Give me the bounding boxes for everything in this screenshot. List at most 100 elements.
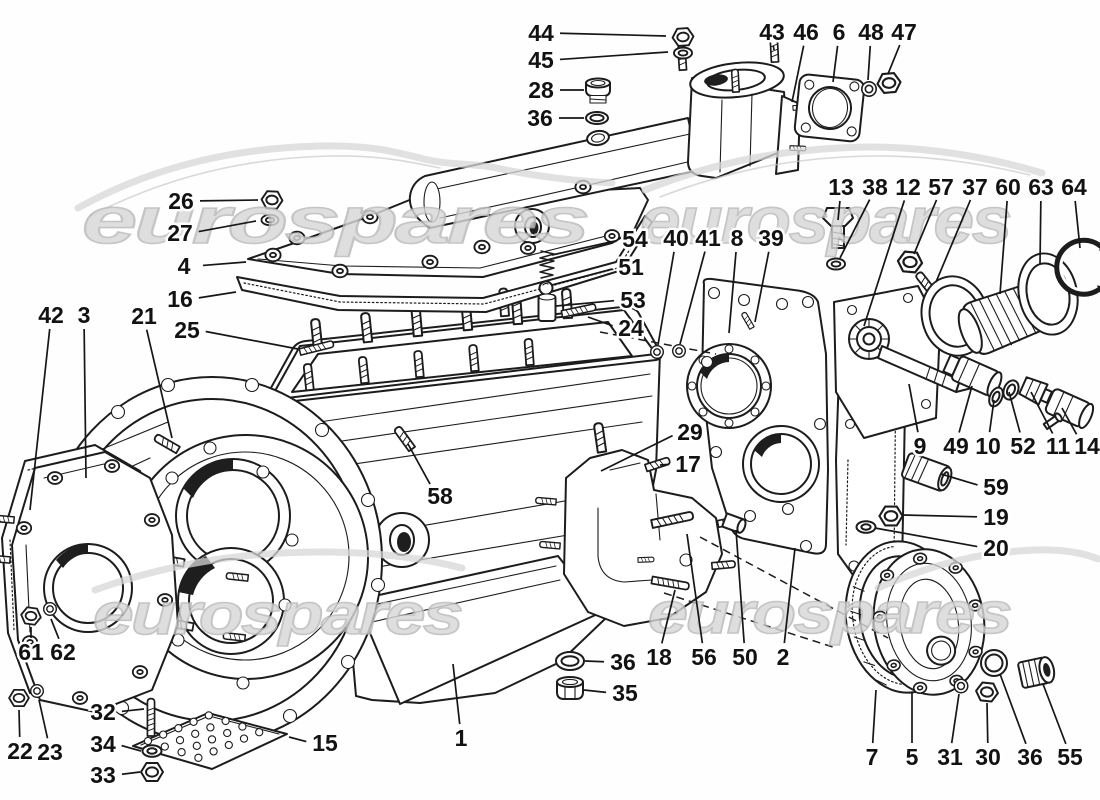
end-cover bbox=[871, 548, 986, 696]
callout-label-39[interactable]: 39 bbox=[756, 223, 787, 254]
callout-label-52[interactable]: 52 bbox=[1008, 431, 1039, 462]
washer-48 bbox=[860, 81, 878, 97]
spring-54 bbox=[539, 250, 555, 279]
watermark-text: eurospares bbox=[93, 582, 462, 647]
callout-leader-42 bbox=[29, 328, 51, 511]
callout-label-16[interactable]: 16 bbox=[165, 284, 196, 315]
callout-label-10[interactable]: 10 bbox=[973, 431, 1004, 462]
callout-leader-12 bbox=[863, 200, 906, 327]
callout-label-21[interactable]: 21 bbox=[129, 301, 160, 332]
callout-label-59[interactable]: 59 bbox=[981, 472, 1012, 503]
callout-leader-50 bbox=[735, 529, 745, 644]
callout-leader-8 bbox=[728, 251, 737, 334]
callout-leader-41 bbox=[679, 251, 706, 345]
callout-leader-26 bbox=[199, 199, 259, 202]
callout-label-24[interactable]: 24 bbox=[616, 313, 647, 344]
callout-label-27[interactable]: 27 bbox=[165, 218, 196, 249]
callout-leader-25 bbox=[205, 330, 299, 350]
callout-label-36[interactable]: 36 bbox=[608, 647, 639, 678]
callout-label-42[interactable]: 42 bbox=[36, 300, 67, 331]
callout-label-6[interactable]: 6 bbox=[830, 17, 848, 48]
callout-label-5[interactable]: 5 bbox=[903, 742, 921, 773]
callout-label-18[interactable]: 18 bbox=[644, 642, 675, 673]
callout-label-46[interactable]: 46 bbox=[791, 17, 822, 48]
callout-label-23[interactable]: 23 bbox=[35, 737, 66, 768]
callout-label-50[interactable]: 50 bbox=[730, 642, 761, 673]
callout-label-36[interactable]: 36 bbox=[525, 103, 556, 134]
callout-label-4[interactable]: 4 bbox=[175, 251, 193, 282]
callout-label-28[interactable]: 28 bbox=[526, 75, 557, 106]
circlip-64 bbox=[1054, 237, 1100, 297]
callout-label-14[interactable]: 14 bbox=[1072, 431, 1100, 462]
callout-label-35[interactable]: 35 bbox=[610, 678, 641, 709]
callout-leader-44 bbox=[559, 32, 667, 37]
callout-leader-14 bbox=[1061, 407, 1078, 435]
callout-label-31[interactable]: 31 bbox=[935, 742, 966, 773]
callout-label-53[interactable]: 53 bbox=[618, 285, 649, 316]
callout-leader-47 bbox=[887, 44, 901, 75]
callout-label-44[interactable]: 44 bbox=[526, 18, 557, 49]
callout-leader-31 bbox=[950, 693, 960, 744]
washer-45 bbox=[673, 46, 693, 60]
callout-label-7[interactable]: 7 bbox=[863, 742, 881, 773]
callout-label-33[interactable]: 33 bbox=[88, 760, 119, 791]
callout-label-45[interactable]: 45 bbox=[526, 45, 557, 76]
callout-label-1[interactable]: 1 bbox=[452, 723, 470, 754]
callout-leader-64 bbox=[1074, 200, 1081, 249]
callout-leader-35 bbox=[583, 689, 607, 694]
callout-label-25[interactable]: 25 bbox=[172, 315, 203, 346]
callout-label-49[interactable]: 49 bbox=[941, 431, 972, 462]
callout-label-47[interactable]: 47 bbox=[889, 17, 920, 48]
callout-label-15[interactable]: 15 bbox=[310, 728, 341, 759]
callout-leader-54 bbox=[551, 239, 617, 256]
callout-label-51[interactable]: 51 bbox=[616, 252, 647, 283]
callout-leader-33 bbox=[121, 771, 141, 776]
callout-label-8[interactable]: 8 bbox=[728, 223, 746, 254]
callout-label-11[interactable]: 11 bbox=[1043, 431, 1073, 462]
bushing-50 bbox=[721, 512, 747, 534]
fork-bracket bbox=[563, 421, 743, 627]
watermark-text: eurospares bbox=[82, 183, 587, 257]
callout-label-26[interactable]: 26 bbox=[166, 186, 197, 217]
callout-label-58[interactable]: 58 bbox=[425, 481, 456, 512]
callout-label-38[interactable]: 38 bbox=[860, 172, 891, 203]
callout-label-2[interactable]: 2 bbox=[774, 642, 792, 673]
callout-label-22[interactable]: 22 bbox=[5, 736, 36, 767]
callout-label-17[interactable]: 17 bbox=[673, 449, 704, 480]
callout-label-3[interactable]: 3 bbox=[75, 300, 93, 331]
callout-label-20[interactable]: 20 bbox=[981, 533, 1012, 564]
callout-label-56[interactable]: 56 bbox=[689, 642, 720, 673]
callout-label-60[interactable]: 60 bbox=[993, 172, 1024, 203]
callout-label-40[interactable]: 40 bbox=[661, 223, 692, 254]
callout-label-41[interactable]: 41 bbox=[693, 223, 724, 254]
callout-label-43[interactable]: 43 bbox=[757, 17, 788, 48]
callout-label-32[interactable]: 32 bbox=[88, 697, 119, 728]
callout-label-34[interactable]: 34 bbox=[88, 729, 119, 760]
callout-label-36[interactable]: 36 bbox=[1015, 742, 1046, 773]
callout-leader-9 bbox=[908, 383, 919, 433]
callout-leader-48 bbox=[867, 45, 872, 81]
callout-label-29[interactable]: 29 bbox=[675, 417, 706, 448]
callout-label-9[interactable]: 9 bbox=[911, 431, 929, 462]
callout-label-12[interactable]: 12 bbox=[893, 172, 924, 203]
callout-label-61[interactable]: 61 bbox=[16, 637, 47, 668]
callout-label-57[interactable]: 57 bbox=[926, 172, 957, 203]
callout-label-19[interactable]: 19 bbox=[981, 502, 1012, 533]
nut-33 bbox=[140, 762, 164, 782]
callout-label-55[interactable]: 55 bbox=[1055, 742, 1086, 773]
callout-label-54[interactable]: 54 bbox=[620, 224, 651, 255]
callout-leader-38 bbox=[839, 199, 871, 259]
callout-leader-37 bbox=[935, 199, 972, 283]
callout-leader-56 bbox=[686, 533, 704, 644]
callout-label-64[interactable]: 64 bbox=[1059, 172, 1090, 203]
callout-label-13[interactable]: 13 bbox=[826, 172, 857, 203]
callout-label-37[interactable]: 37 bbox=[960, 172, 991, 203]
callout-label-30[interactable]: 30 bbox=[973, 742, 1004, 773]
strainer-plate bbox=[132, 711, 288, 770]
callout-label-63[interactable]: 63 bbox=[1026, 172, 1057, 203]
nut-44 bbox=[671, 26, 695, 48]
callout-label-48[interactable]: 48 bbox=[856, 17, 887, 48]
plug-55 bbox=[1017, 656, 1056, 689]
callout-label-62[interactable]: 62 bbox=[48, 637, 79, 668]
